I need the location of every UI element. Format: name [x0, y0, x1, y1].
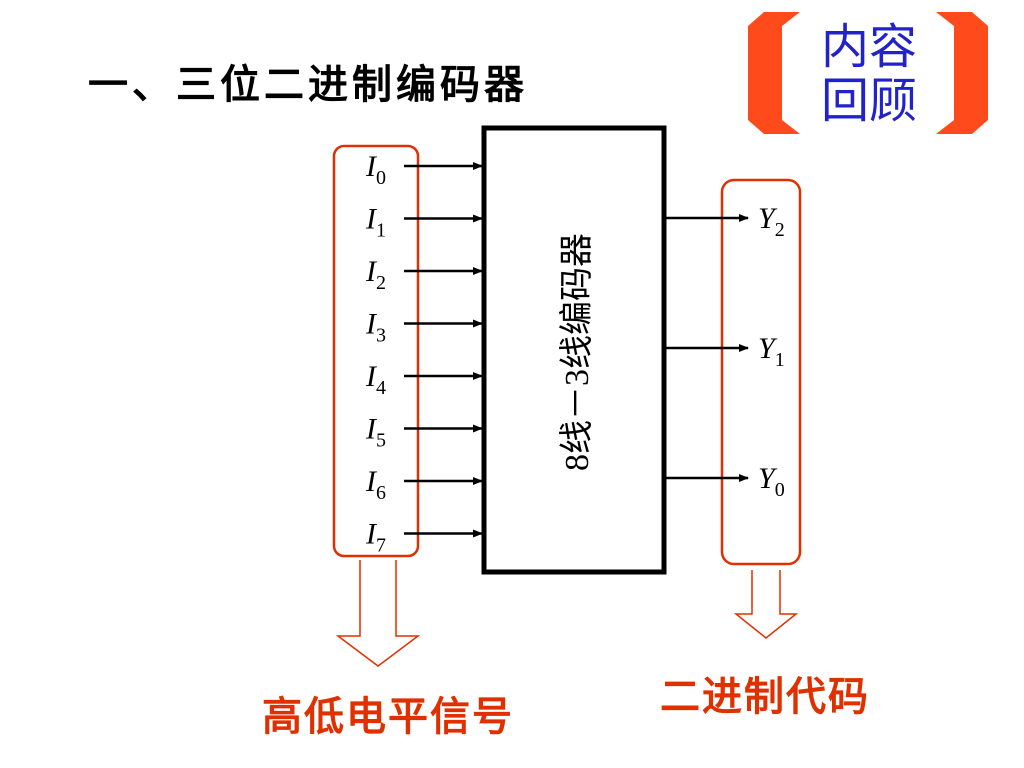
output-label-1: Y1 — [758, 332, 785, 371]
input-label-1: I1 — [365, 203, 386, 242]
badge-line-2: 回顾 — [820, 73, 917, 129]
input-label-2: I2 — [365, 255, 386, 294]
input-label-5: I5 — [365, 413, 386, 452]
bracket-shapes — [748, 12, 988, 134]
encoder-block — [481, 125, 667, 575]
output-label-0: Y2 — [758, 202, 785, 241]
input-label-3: I3 — [365, 308, 386, 347]
output-caption: 二进制代码 — [660, 674, 870, 720]
left-bracket-icon — [748, 12, 800, 134]
input-group-frame — [332, 144, 420, 558]
input-label-0: I0 — [365, 150, 386, 189]
input-label-4: I4 — [365, 360, 386, 399]
encoder-block-label: 8线－3线编码器 — [558, 233, 596, 471]
output-group-frame — [720, 178, 802, 566]
input-down-arrow-icon — [335, 560, 421, 667]
content-review-badge: 内容 回顾 — [748, 12, 988, 134]
input-label-7: I7 — [365, 518, 386, 557]
page-title: 一、三位二进制编码器 — [88, 62, 528, 108]
output-down-arrow-icon — [733, 570, 799, 639]
badge-line-1: 内容 — [820, 19, 917, 75]
right-bracket-icon — [936, 12, 988, 134]
input-caption: 高低电平信号 — [262, 694, 514, 740]
badge-text: 内容 回顾 — [810, 20, 928, 128]
output-label-2: Y0 — [758, 462, 785, 501]
input-label-6: I6 — [365, 465, 386, 504]
